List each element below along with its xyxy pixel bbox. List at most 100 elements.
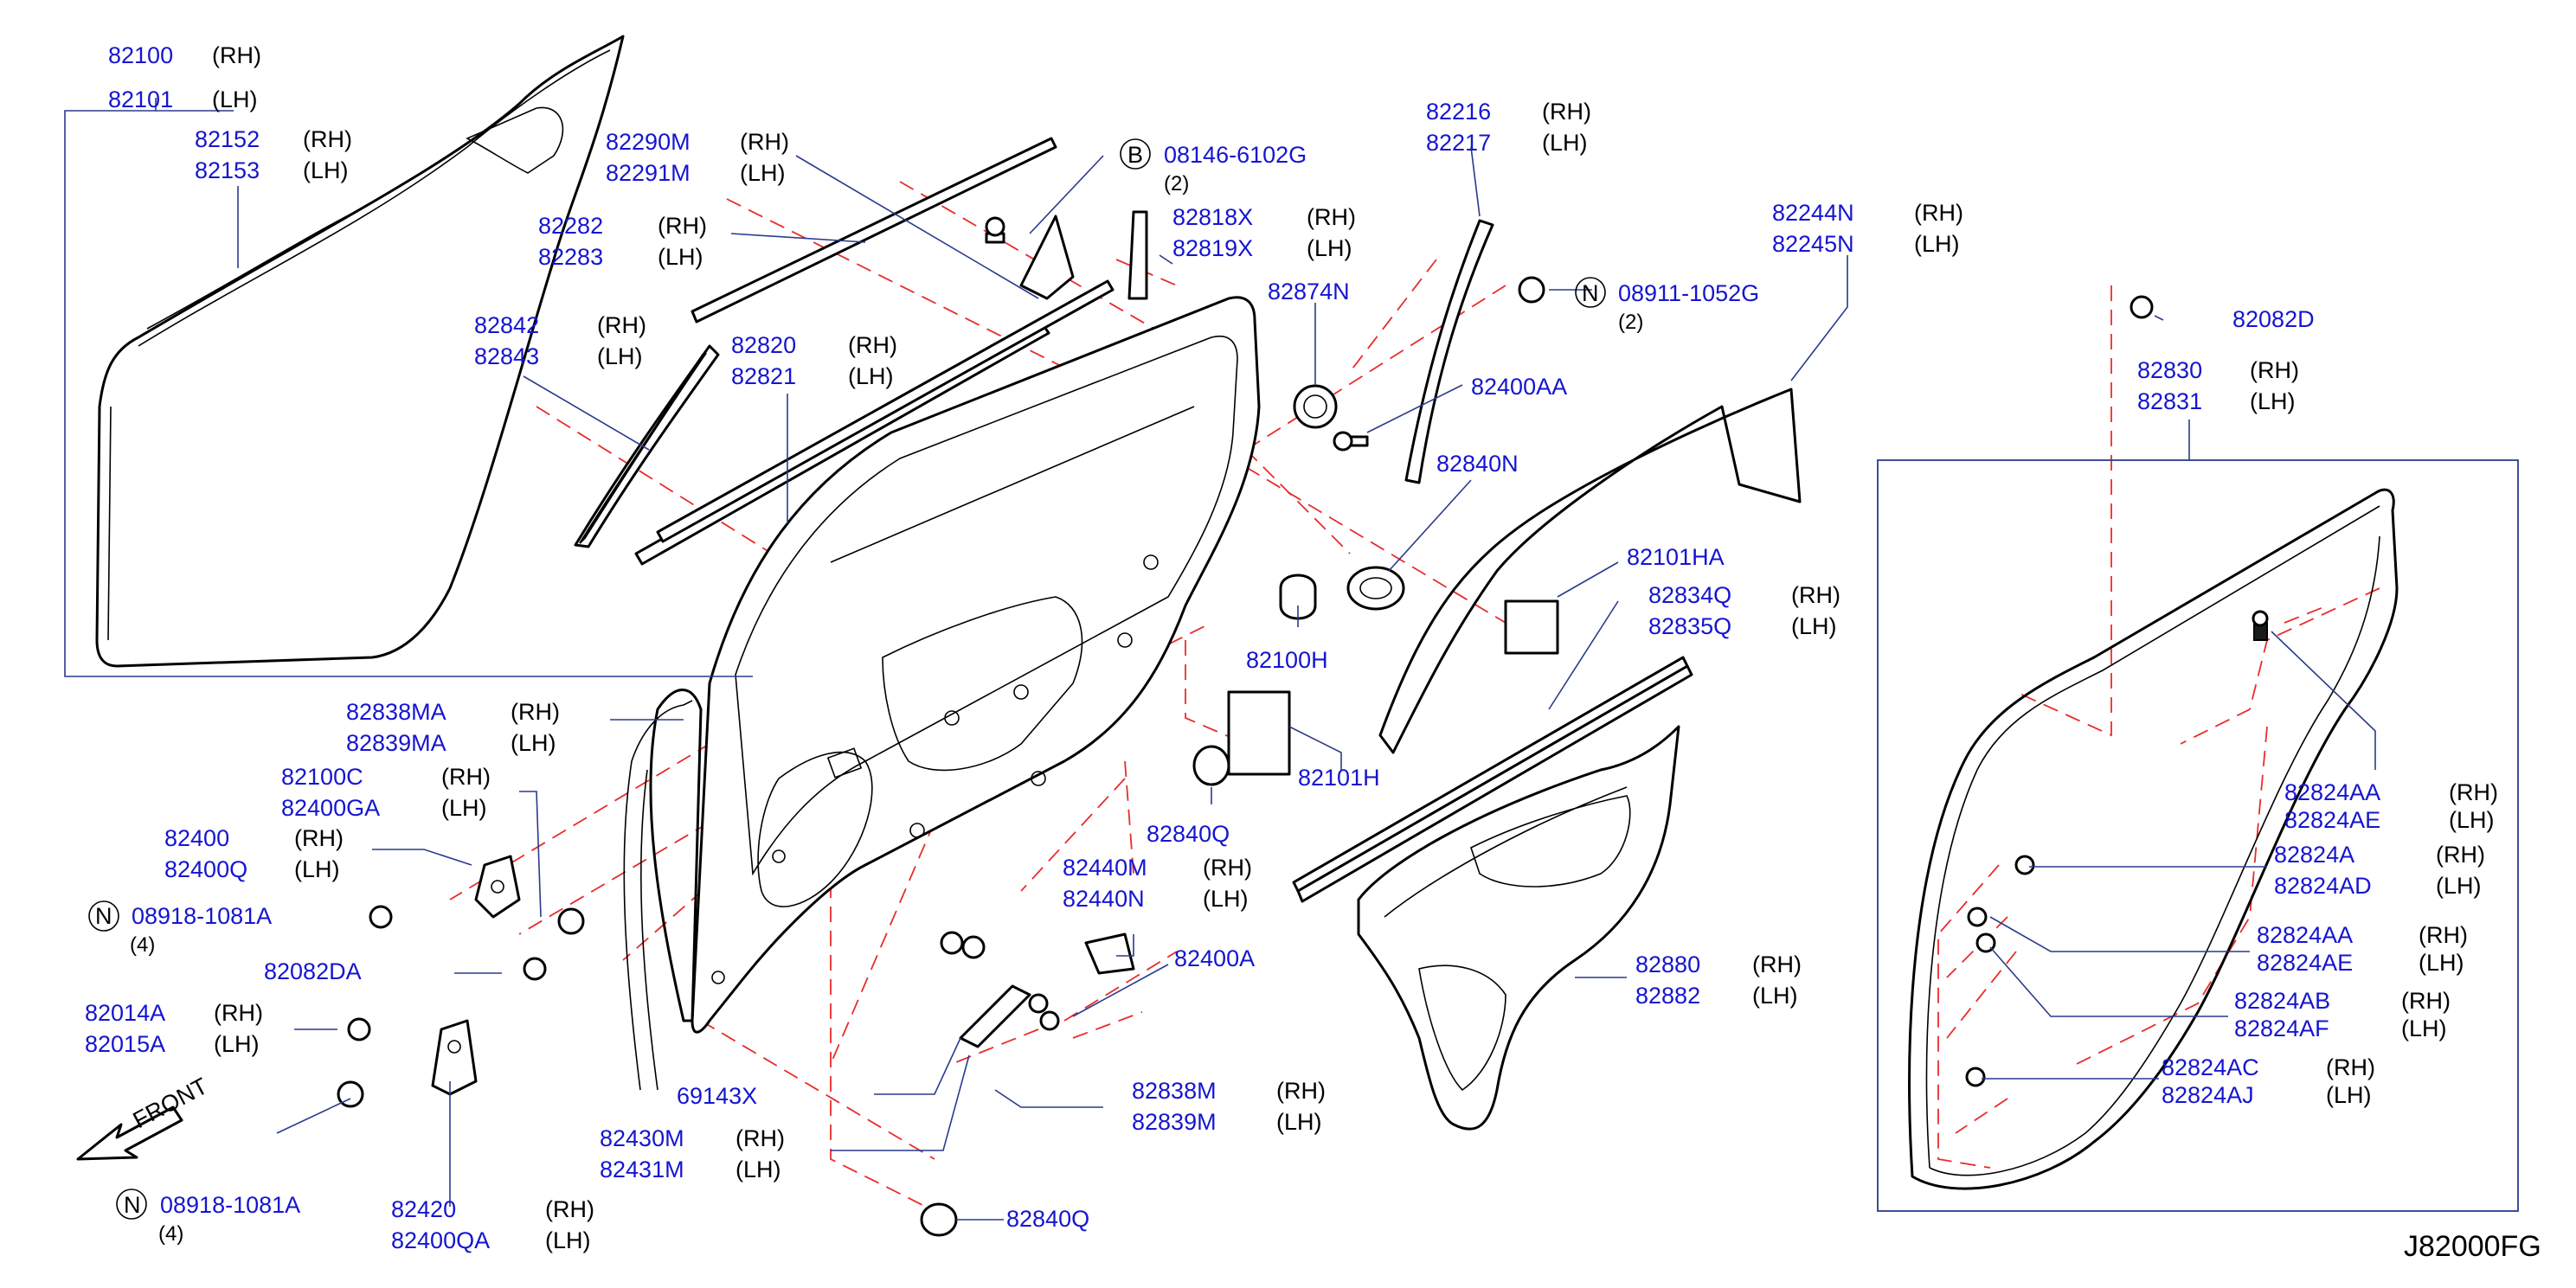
part-number[interactable]: 82838MA: [346, 699, 446, 725]
callout-82838m[interactable]: 82838M(RH)82839M(LH): [1132, 1078, 1326, 1135]
part-number[interactable]: 82291M: [606, 160, 691, 186]
fastener-part-number[interactable]: 08918-1081A: [132, 903, 272, 929]
part-number[interactable]: 82282: [538, 213, 603, 239]
part-number[interactable]: 82882: [1635, 983, 1700, 1009]
callout-69143x[interactable]: 69143X: [677, 1083, 757, 1109]
part-number[interactable]: 82440M: [1063, 855, 1147, 881]
callout-82216[interactable]: 82216(RH)82217(LH): [1426, 99, 1591, 156]
part-number[interactable]: 82101HA: [1627, 544, 1725, 570]
part-number[interactable]: 82831: [2137, 388, 2202, 414]
part-number[interactable]: 82819X: [1172, 235, 1253, 261]
part-number[interactable]: 82400QA: [391, 1227, 490, 1253]
part-number[interactable]: 82839MA: [346, 730, 446, 756]
callout-82824ab[interactable]: 82824AB(RH)82824AF(LH): [2234, 988, 2451, 1041]
part-number[interactable]: 82216: [1426, 99, 1491, 125]
fastener-part-number[interactable]: 08911-1052G: [1618, 280, 1759, 306]
fastener-part-number[interactable]: 08146-6102G: [1164, 142, 1307, 168]
part-number[interactable]: 82839M: [1132, 1109, 1217, 1135]
callout-82818x[interactable]: 82818X(RH)82819X(LH): [1172, 204, 1356, 261]
part-number[interactable]: 82838M: [1132, 1078, 1217, 1104]
part-number[interactable]: 82821: [731, 363, 796, 389]
part-number[interactable]: 82290M: [606, 129, 691, 155]
callout-82874n[interactable]: 82874N: [1268, 279, 1350, 304]
part-number[interactable]: 82400AA: [1471, 374, 1567, 400]
part-number[interactable]: 82400GA: [281, 795, 380, 821]
callout-82840n[interactable]: 82840N: [1436, 451, 1519, 477]
callout-82840q-a[interactable]: 82840Q: [1147, 821, 1230, 847]
callout-82290m[interactable]: 82290M(RH)82291M(LH): [606, 129, 789, 186]
part-number[interactable]: 82440N: [1063, 886, 1145, 912]
part-number[interactable]: 82824AA: [2257, 922, 2353, 948]
callout-82101h[interactable]: 82101H: [1298, 765, 1380, 791]
part-number[interactable]: 82840Q: [1147, 821, 1230, 847]
part-number[interactable]: 82082DA: [264, 958, 362, 984]
part-number[interactable]: 82818X: [1172, 204, 1253, 230]
fastener-part-number[interactable]: 08918-1081A: [160, 1192, 300, 1218]
part-number[interactable]: 82820: [731, 332, 796, 358]
part-number[interactable]: 82101H: [1298, 765, 1380, 791]
part-number[interactable]: 82014A: [85, 1000, 165, 1026]
callout-82101ha[interactable]: 82101HA: [1627, 544, 1725, 570]
callout-labels[interactable]: 82100(RH)82101(LH) 82152(RH)82153(LH) 8229…: [85, 42, 2498, 1253]
part-number[interactable]: 82880: [1635, 952, 1700, 977]
part-number[interactable]: 82834Q: [1648, 582, 1731, 608]
part-number[interactable]: 82824AC: [2162, 1054, 2259, 1080]
callout-82838ma[interactable]: 82838MA(RH)82839MA(LH): [346, 699, 560, 756]
callout-82100c[interactable]: 82100C(RH)82400GA(LH): [281, 764, 491, 821]
part-number[interactable]: 82100: [108, 42, 173, 68]
part-number[interactable]: 82245N: [1772, 231, 1854, 257]
part-number[interactable]: 82101: [108, 87, 173, 112]
callout-82840q-b[interactable]: 82840Q: [1006, 1206, 1089, 1232]
callout-82400aa[interactable]: 82400AA: [1471, 374, 1567, 400]
part-number[interactable]: 82400A: [1174, 945, 1255, 971]
part-number[interactable]: 82283: [538, 244, 603, 270]
callout-82842[interactable]: 82842(RH)82843(LH): [474, 312, 646, 369]
callout-82834q[interactable]: 82834Q(RH)82835Q(LH): [1648, 582, 1840, 639]
part-number[interactable]: 82015A: [85, 1031, 165, 1057]
part-number[interactable]: 82430M: [600, 1125, 684, 1151]
part-number[interactable]: 82244N: [1772, 200, 1854, 226]
part-number[interactable]: 82824AD: [2274, 873, 2372, 899]
part-number[interactable]: 82400Q: [164, 856, 247, 882]
callout-82282[interactable]: 82282(RH)82283(LH): [538, 213, 707, 270]
part-number[interactable]: 82217: [1426, 130, 1491, 156]
callout-82430m[interactable]: 82430M(RH)82431M(LH): [600, 1125, 785, 1182]
part-number[interactable]: 82843: [474, 343, 539, 369]
part-number[interactable]: 82824A: [2274, 842, 2354, 868]
part-number[interactable]: 82100C: [281, 764, 363, 790]
part-number[interactable]: 82824AE: [2257, 950, 2353, 976]
callout-82420[interactable]: 82420(RH)82400QA(LH): [391, 1196, 594, 1253]
callout-82244n[interactable]: 82244N(RH)82245N(LH): [1772, 200, 1963, 257]
part-number[interactable]: 82824AB: [2234, 988, 2330, 1014]
callout-82824aa[interactable]: 82824AA(RH)82824AE(LH): [2284, 779, 2498, 833]
callout-82440m[interactable]: 82440M(RH)82440N(LH): [1063, 855, 1252, 912]
part-number[interactable]: 82835Q: [1648, 613, 1731, 639]
callout-82152[interactable]: 82152(RH)82153(LH): [195, 126, 352, 183]
part-number[interactable]: 82824AE: [2284, 807, 2380, 833]
callout-82400a[interactable]: 82400A: [1174, 945, 1255, 971]
part-number[interactable]: 82082D: [2232, 306, 2315, 332]
part-number[interactable]: 82830: [2137, 357, 2202, 383]
callout-82824ac[interactable]: 82824AC(RH)82824AJ(LH): [2162, 1054, 2375, 1108]
part-number[interactable]: 82824AF: [2234, 1016, 2329, 1041]
callout-82820[interactable]: 82820(RH)82821(LH): [731, 332, 897, 389]
part-number[interactable]: 82874N: [1268, 279, 1350, 304]
part-number[interactable]: 82824AJ: [2162, 1082, 2254, 1108]
callout-82830[interactable]: 82830(RH)82831(LH): [2137, 357, 2299, 414]
part-number[interactable]: 82824AA: [2284, 779, 2380, 805]
part-number[interactable]: 82420: [391, 1196, 456, 1222]
part-number[interactable]: 82153: [195, 157, 260, 183]
part-number[interactable]: 82400: [164, 825, 229, 851]
part-number[interactable]: 69143X: [677, 1083, 757, 1109]
callout-82400[interactable]: 82400(RH)82400Q(LH): [164, 825, 344, 882]
callout-82100h[interactable]: 82100H: [1246, 647, 1328, 673]
callout-82880[interactable]: 82880(RH)82882(LH): [1635, 952, 1802, 1009]
part-number[interactable]: 82840Q: [1006, 1206, 1089, 1232]
callout-82100[interactable]: 82100(RH)82101(LH): [108, 42, 261, 112]
callout-82014a[interactable]: 82014A(RH)82015A(LH): [85, 1000, 263, 1057]
